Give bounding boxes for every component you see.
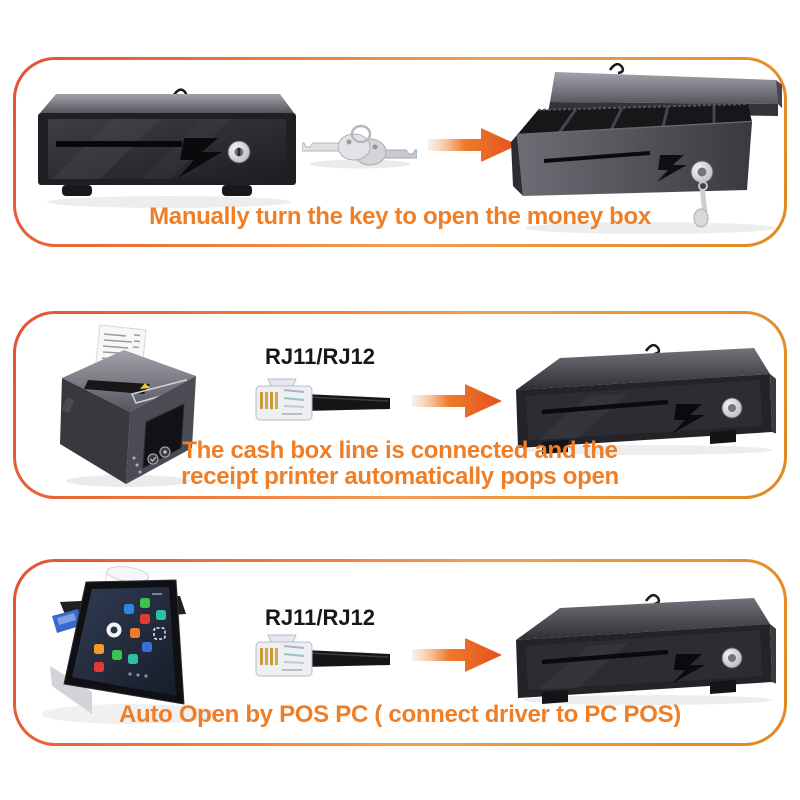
app-icons bbox=[94, 593, 166, 678]
lock-icon bbox=[227, 140, 251, 164]
cash-drawer-photo bbox=[516, 593, 776, 705]
panel-printer-open: RJ11/RJ12 The cash bbox=[13, 311, 787, 499]
key-ring bbox=[350, 124, 372, 144]
customer-display bbox=[52, 609, 83, 633]
printer-buttons bbox=[132, 446, 171, 474]
warning-sticker bbox=[140, 383, 150, 389]
rj11-connector-photo bbox=[255, 634, 390, 677]
panel-printer-open-body: RJ11/RJ12 The cash bbox=[16, 314, 784, 496]
caption-pos-open: Auto Open by POS PC ( connect driver to … bbox=[119, 701, 681, 728]
receipt-printer-photo bbox=[60, 324, 196, 487]
cable-type-label: RJ11/RJ12 bbox=[264, 605, 376, 630]
lock-with-key-icon bbox=[690, 160, 714, 228]
drawer-slot bbox=[541, 649, 669, 665]
lock-icon bbox=[721, 397, 743, 419]
caption-manual-open: Manually turn the key to open the money … bbox=[149, 203, 651, 230]
drawer-key-wire bbox=[644, 593, 661, 606]
pos-terminal-photo bbox=[42, 566, 218, 724]
lightning-mark bbox=[178, 138, 222, 178]
cable-type-label: RJ11/RJ12 bbox=[264, 344, 376, 369]
drawer-key-wire bbox=[644, 343, 661, 356]
right-arrow-icon bbox=[412, 384, 502, 418]
caption-printer-line2: receipt printer automatically pops open bbox=[181, 463, 619, 490]
caption-printer-open: The cash box line is connected and the r… bbox=[16, 438, 784, 490]
drawer-slot bbox=[56, 141, 182, 147]
panel-pos-open: RJ11/RJ12 Auto Open by bbox=[13, 559, 787, 746]
key-icon bbox=[302, 133, 371, 161]
closed-cash-drawer-photo bbox=[38, 88, 296, 208]
drawer-key-wire bbox=[608, 62, 625, 75]
open-cash-drawer-photo bbox=[511, 62, 782, 234]
printer-window bbox=[142, 403, 185, 469]
panel-manual-open: Manually turn the key to open the money … bbox=[13, 57, 787, 247]
lightning-mark bbox=[673, 404, 705, 433]
cash-drawer-photo bbox=[516, 343, 776, 455]
right-arrow-icon bbox=[412, 638, 502, 672]
caption-printer-line1: The cash box line is connected and the bbox=[182, 437, 618, 464]
right-arrow-icon bbox=[428, 128, 518, 162]
keys-photo bbox=[302, 124, 417, 169]
lock-icon bbox=[721, 647, 743, 669]
panel-pos-open-body: RJ11/RJ12 Auto Open by bbox=[16, 562, 784, 743]
drawer-slot bbox=[543, 151, 651, 163]
drawer-slot bbox=[541, 399, 669, 415]
rj11-connector-photo bbox=[255, 378, 390, 421]
panel-manual-open-body: Manually turn the key to open the money … bbox=[16, 60, 784, 244]
lightning-mark bbox=[657, 155, 687, 182]
lightning-mark bbox=[673, 654, 705, 683]
